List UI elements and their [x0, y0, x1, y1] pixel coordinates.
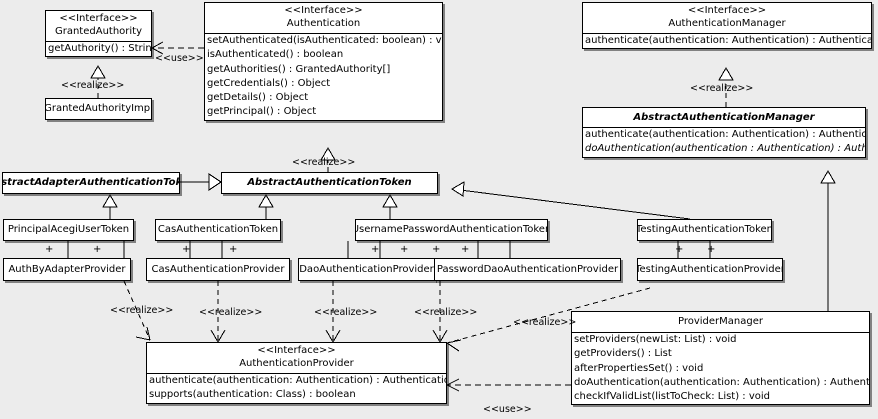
relationship-label-realize-abstract-authentication-token: <<realize>>	[292, 157, 356, 168]
class-name: GrantedAuthority	[54, 26, 143, 37]
operation-item: isAuthenticated() : boolean	[207, 49, 344, 61]
class-header: ProviderManager	[572, 312, 869, 332]
compartment-divider	[572, 332, 869, 333]
class-header: <<Interface>> GrantedAuthority	[46, 11, 151, 41]
class-box-auth-by-adapter-provider[interactable]: AuthByAdapterProvider	[3, 258, 131, 281]
class-name: CasAuthenticationToken	[157, 224, 279, 235]
class-header: AbstractAuthenticationManager	[583, 108, 865, 127]
operation-item: setProviders(newList: List) : void	[574, 334, 737, 345]
operation-item: supports(authentication: Class) : boolea…	[149, 389, 356, 401]
stereotype-label: <<Interface>>	[59, 13, 138, 24]
relationship-label-realize-granted-authority-impl: <<realize>>	[61, 80, 125, 91]
class-box-cas-authentication-token[interactable]: CasAuthenticationToken	[155, 219, 281, 241]
class-box-testing-authentication-provider[interactable]: TestingAuthenticationProvider	[637, 258, 783, 281]
operation-item: getPrincipal() : Object	[207, 106, 317, 118]
class-box-authentication[interactable]: <<Interface>> Authentication setAuthenti…	[204, 2, 443, 121]
operation-item: authenticate(authentication: Authenticat…	[585, 35, 872, 46]
operations-compartment: authenticate(authentication: Authenticat…	[583, 128, 865, 157]
class-name: PrincipalAcegiUserToken	[7, 224, 130, 235]
class-name: AuthByAdapterProvider	[8, 263, 126, 275]
operation-item: authenticate(authentication: Authenticat…	[585, 129, 866, 140]
relationship-label-use-provider-manager: <<use>>	[483, 404, 532, 415]
association-marker-plus: +	[675, 244, 684, 255]
class-header: <<Interface>> Authentication	[205, 3, 442, 33]
relationship-label-use-granted-authority: <<use>>	[155, 53, 204, 64]
stereotype-label: <<Interface>>	[687, 5, 767, 16]
compartment-divider	[583, 33, 871, 34]
class-name: UsernamePasswordAuthenticationToken	[355, 224, 548, 235]
class-box-principal-acegi-user-token[interactable]: PrincipalAcegiUserToken	[3, 219, 134, 241]
relationship-label-realize-password-dao-provider: <<realize>>	[414, 307, 478, 318]
operation-item: getAuthorities() : GrantedAuthority[]	[207, 63, 391, 75]
operations-compartment: getAuthority() : String	[46, 42, 151, 56]
relationship-label-realize-auth-by-adapter: <<realize>>	[110, 305, 174, 316]
association-marker-plus: +	[45, 244, 54, 255]
association-marker-plus: +	[432, 244, 441, 255]
stereotype-label: <<Interface>>	[284, 5, 363, 16]
operation-item: getDetails() : Object	[207, 92, 309, 104]
operations-compartment: authenticate(authentication: Authenticat…	[583, 34, 871, 48]
class-box-authentication-provider[interactable]: <<Interface>> AuthenticationProvider aut…	[146, 342, 447, 404]
class-name: CasAuthenticationProvider	[151, 263, 285, 275]
operations-compartment: authenticate(authentication: Authenticat…	[147, 374, 446, 403]
association-marker-plus: +	[400, 244, 409, 255]
association-marker-plus: +	[93, 244, 102, 255]
compartment-divider	[46, 41, 151, 42]
class-name: TestingAuthenticationProvider	[637, 263, 783, 275]
class-name: GrantedAuthorityImpl	[45, 103, 152, 114]
compartment-divider	[205, 33, 442, 34]
class-box-abstract-adapter-authentication-token[interactable]: AbstractAdapterAuthenticationToken	[2, 172, 180, 194]
operation-item: doAuthentication(authentication : Authen…	[585, 143, 865, 155]
class-box-provider-manager[interactable]: ProviderManager setProviders(newList: Li…	[571, 311, 870, 406]
association-marker-plus: +	[461, 244, 470, 255]
class-name: PasswordDaoAuthenticationProvider	[436, 263, 619, 275]
class-box-authentication-manager[interactable]: <<Interface>> AuthenticationManager auth…	[582, 2, 872, 50]
class-name: AbstractAdapterAuthenticationToken	[2, 177, 179, 188]
class-box-password-dao-authentication-provider[interactable]: PasswordDaoAuthenticationProvider	[434, 258, 621, 281]
class-header: <<Interface>> AuthenticationProvider	[147, 343, 446, 373]
class-box-abstract-authentication-manager[interactable]: AbstractAuthenticationManager authentica…	[582, 107, 866, 158]
operation-item: setAuthenticated(isAuthenticated: boolea…	[207, 35, 443, 46]
class-name: TestingAuthenticationToken	[637, 224, 772, 235]
class-name: AuthenticationProvider	[239, 358, 354, 369]
association-marker-plus: +	[371, 244, 380, 255]
operations-compartment: setProviders(newList: List) : void getPr…	[572, 333, 869, 404]
operations-compartment: setAuthenticated(isAuthenticated: boolea…	[205, 34, 442, 120]
class-box-granted-authority-impl[interactable]: GrantedAuthorityImpl	[45, 98, 152, 120]
relationship-label-realize-dao-provider: <<realize>>	[314, 307, 378, 318]
operation-item: getCredentials() : Object	[207, 77, 331, 89]
operation-item: getProviders() : List	[574, 348, 672, 360]
compartment-divider	[583, 127, 865, 128]
class-box-cas-authentication-provider[interactable]: CasAuthenticationProvider	[146, 258, 290, 281]
compartment-divider	[147, 373, 446, 374]
class-box-dao-authentication-provider[interactable]: DaoAuthenticationProvider	[298, 258, 435, 281]
stereotype-label: <<Interface>>	[257, 345, 336, 356]
class-box-granted-authority[interactable]: <<Interface>> GrantedAuthority getAuthor…	[45, 10, 152, 58]
operation-item: doAuthentication(authentication: Authent…	[574, 376, 870, 388]
operation-item: getAuthority() : String	[48, 43, 152, 54]
association-marker-plus: +	[182, 244, 191, 255]
relationship-label-realize-testing-provider: <<realize>>	[513, 317, 577, 328]
class-name: AuthenticationManager	[668, 18, 786, 29]
class-box-abstract-authentication-token[interactable]: AbstractAuthenticationToken	[221, 172, 438, 194]
association-marker-plus: +	[229, 244, 238, 255]
class-header: <<Interface>> AuthenticationManager	[583, 3, 871, 33]
operation-item: authenticate(authentication: Authenticat…	[149, 375, 447, 386]
class-name: ProviderManager	[677, 316, 763, 327]
association-marker-plus: +	[707, 244, 716, 255]
class-name: DaoAuthenticationProvider	[299, 263, 434, 275]
relationship-label-realize-abstract-authentication-manager: <<realize>>	[690, 83, 754, 94]
class-name: AbstractAuthenticationToken	[247, 177, 412, 188]
relationship-label-realize-cas-provider: <<realize>>	[199, 307, 263, 318]
class-name: AbstractAuthenticationManager	[633, 112, 815, 123]
class-box-username-password-authentication-token[interactable]: UsernamePasswordAuthenticationToken	[355, 219, 548, 241]
operation-item: checkIfValidList(listToCheck: List) : vo…	[574, 391, 771, 403]
class-name: Authentication	[286, 18, 361, 29]
operation-item: afterPropertiesSet() : void	[574, 362, 704, 374]
class-box-testing-authentication-token[interactable]: TestingAuthenticationToken	[637, 219, 772, 241]
